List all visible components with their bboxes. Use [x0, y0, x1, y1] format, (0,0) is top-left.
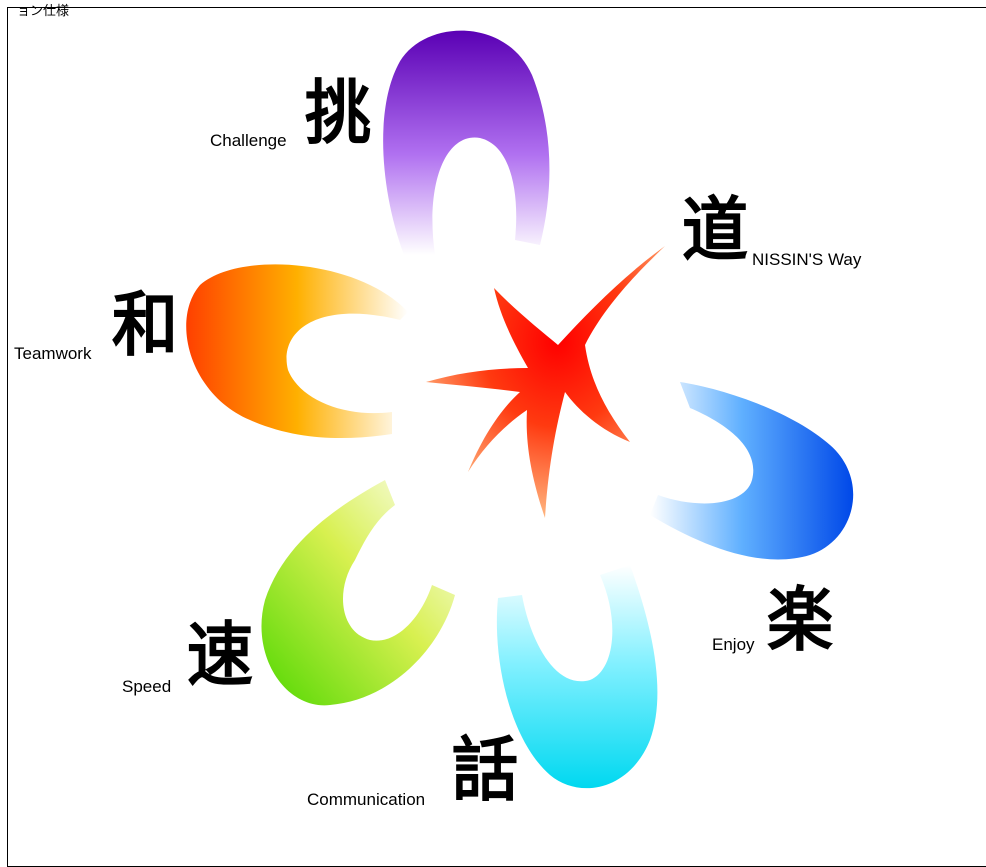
label-teamwork: Teamwork [14, 344, 92, 363]
kanji-enjoy: 楽 [766, 579, 834, 661]
label-enjoy: Enjoy [712, 635, 755, 654]
petal-teamwork [186, 264, 408, 439]
kanji-speed: 速 [186, 614, 254, 696]
petal-speed [261, 480, 455, 706]
kanji-teamwork: 和 [111, 284, 179, 366]
label-way: NISSIN'S Way [752, 250, 862, 269]
petal-communication [496, 565, 658, 789]
kanji-communication: 話 [451, 729, 519, 811]
corner-text: ョン仕様 [17, 4, 70, 19]
label-speed: Speed [122, 677, 172, 696]
page-frame: ョン仕様 [7, 4, 986, 867]
label-communication: Communication [307, 790, 426, 809]
kanji-challenge: 挑 [304, 72, 372, 154]
petal-challenge [383, 30, 550, 256]
label-challenge: Challenge [210, 131, 287, 150]
petal-enjoy [650, 382, 854, 560]
center-star [426, 246, 665, 518]
kanji-way: 道 [681, 189, 749, 271]
